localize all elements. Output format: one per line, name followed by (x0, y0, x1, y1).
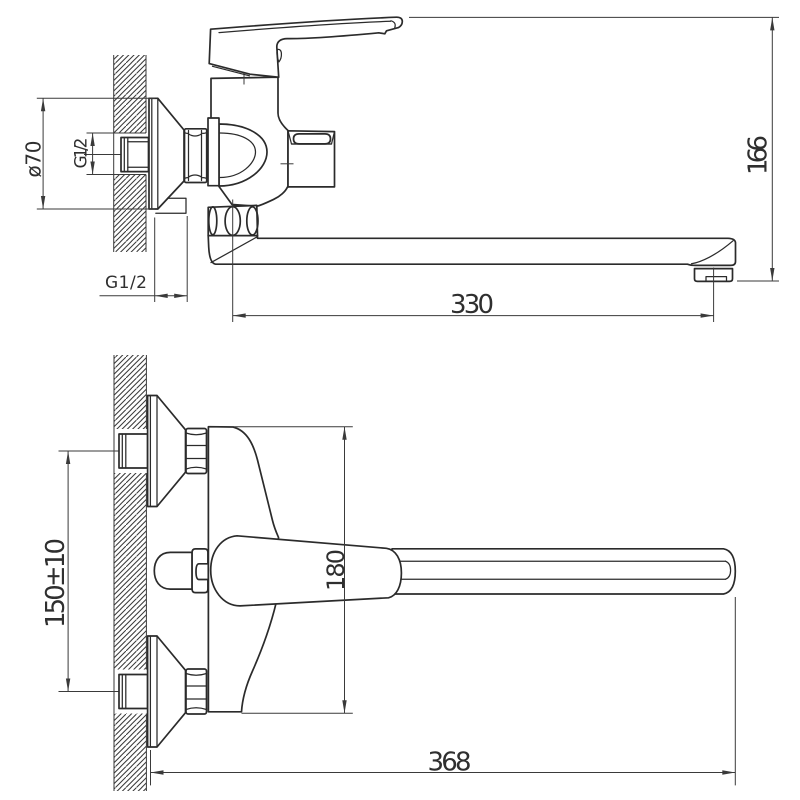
cartridge-dome-outer (218, 123, 268, 187)
wall-union-front (153, 548, 210, 594)
spout-root-crease (210, 236, 258, 264)
dim-spout-reach: 330 (232, 247, 715, 322)
dim-hole-centers: 150±10 (41, 451, 71, 692)
dim-label-spout-reach: 330 (450, 290, 494, 320)
dim-label-thread-size: G1/2 (72, 138, 92, 169)
wall-section-front (113, 355, 148, 791)
lower-connection (118, 635, 208, 748)
lever-handle-front (209, 534, 403, 607)
dim-label-body-height: 180 (322, 549, 350, 591)
lever-handle-side (208, 16, 404, 79)
hex-nut-side (183, 127, 208, 184)
spout-side (207, 234, 737, 267)
front-view: 150±10 180 368 (41, 355, 737, 791)
dim-label-total-length: 368 (428, 748, 472, 778)
dim-total-length: 368 (150, 597, 736, 786)
spout-tip-crease (690, 240, 734, 265)
dim-label-wall-offset: G1/2 (105, 273, 147, 293)
dim-outlet-height: 166 (409, 16, 779, 282)
eccentric-foot (155, 197, 187, 214)
dim-thread-size: G1/2 (72, 132, 146, 175)
dim-label-escutcheon-diameter: ø70 (22, 141, 46, 178)
handle-detail (276, 48, 283, 63)
dim-escutcheon-diameter: ø70 (22, 97, 155, 210)
side-view: ø70 G1/2 G1/2 330 (22, 16, 779, 322)
body-plate-side (207, 117, 220, 187)
faucet-body-side (207, 70, 336, 208)
dim-label-outlet-height: 166 (744, 135, 774, 175)
dim-label-hole-centers: 150±10 (41, 538, 71, 628)
wall-pipe-side (120, 136, 150, 173)
escutcheon-side (148, 97, 187, 214)
dim-body-height: 180 (233, 426, 353, 714)
upper-connection (118, 394, 208, 508)
dim-wall-offset: G1/2 (99, 216, 188, 302)
cartridge-dome-inner (219, 132, 257, 179)
diverter-block (287, 129, 336, 188)
diverter-port (292, 133, 332, 145)
spout-front (389, 547, 737, 595)
